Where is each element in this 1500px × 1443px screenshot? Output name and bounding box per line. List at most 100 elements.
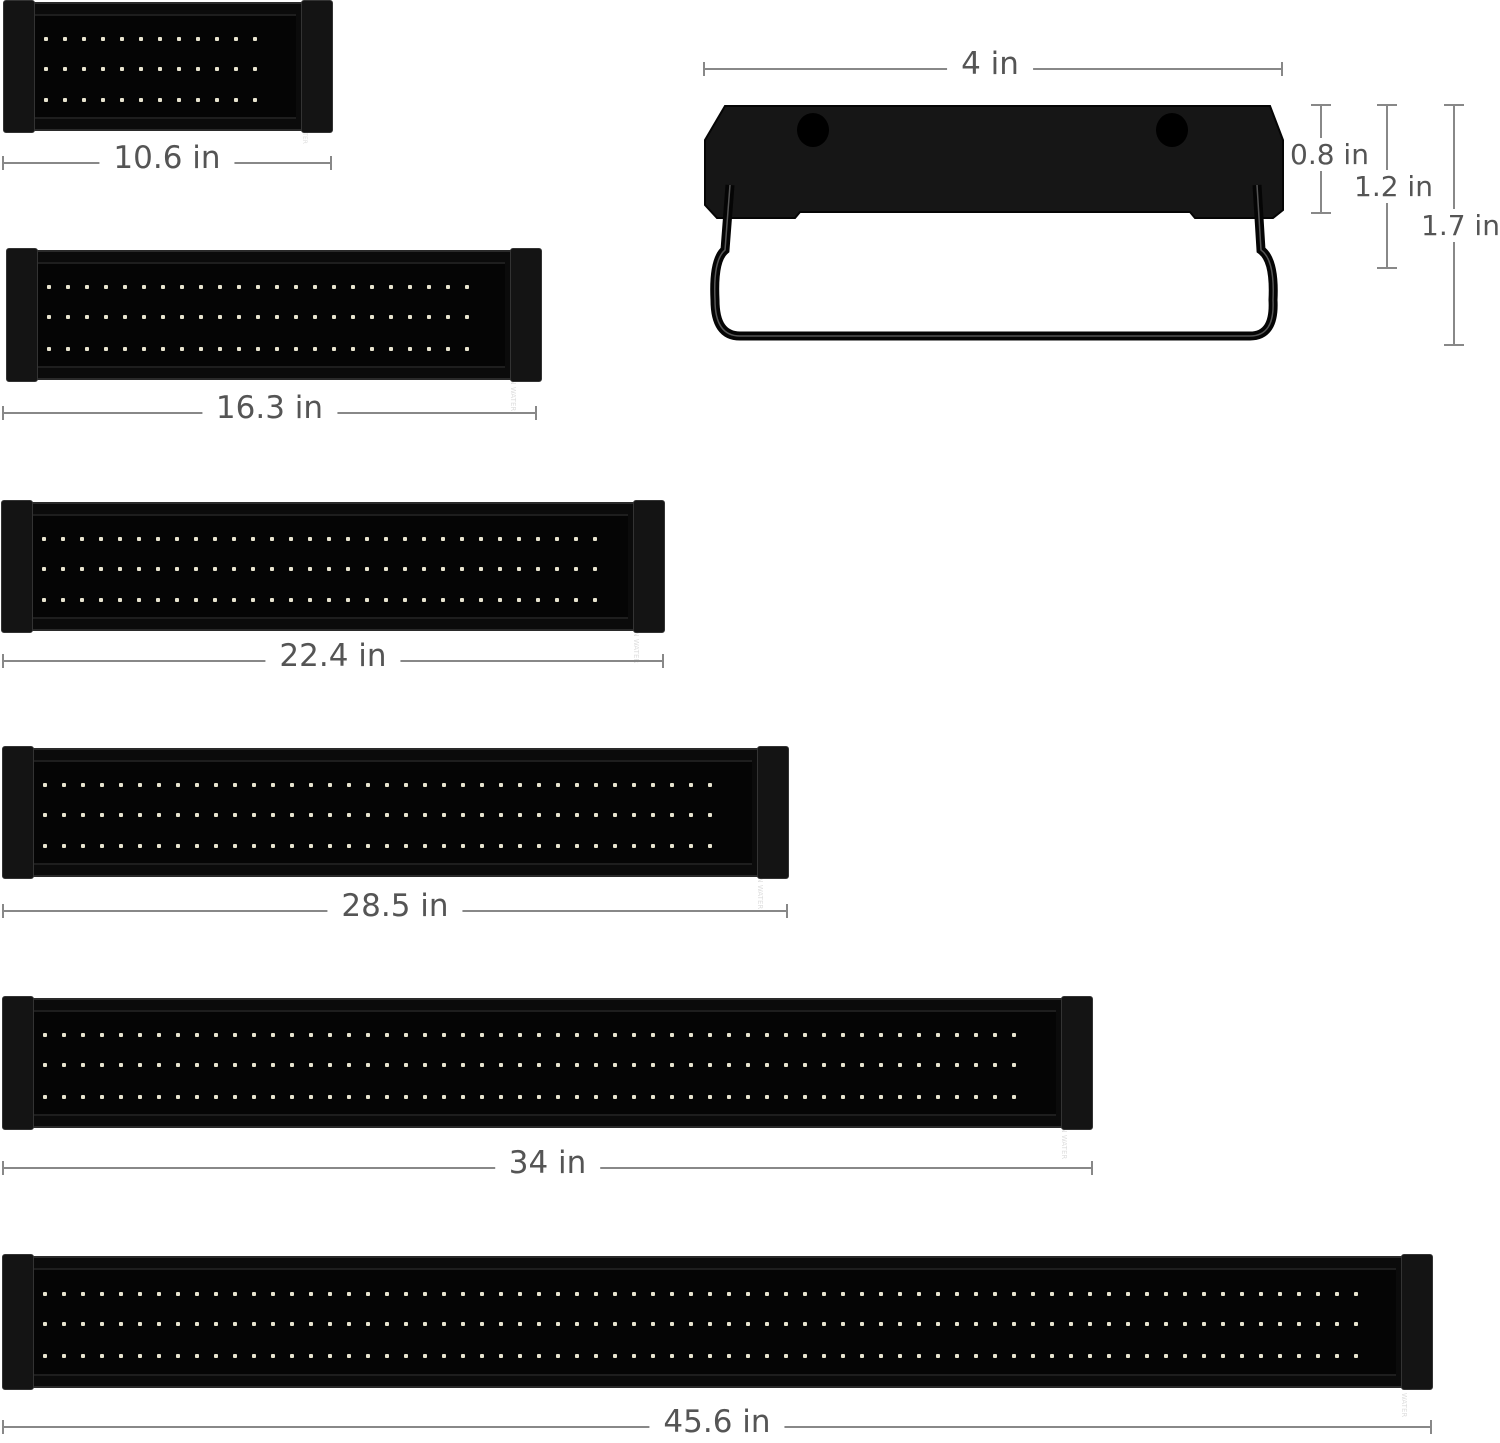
led: [142, 346, 146, 351]
led: [327, 598, 331, 602]
led: [313, 346, 317, 351]
led: [556, 1322, 560, 1326]
led: [61, 537, 65, 542]
led: [613, 1354, 617, 1359]
led: [351, 315, 355, 319]
led: [993, 1322, 997, 1326]
led: [879, 1354, 883, 1359]
height-label-1-2: 1.2 in: [1354, 170, 1433, 203]
length-dimension-line: 16.3 in: [2, 390, 537, 426]
length-dimension-line: 10.6 in: [2, 140, 332, 176]
led: [574, 566, 578, 571]
led: [176, 1291, 180, 1296]
led: [1012, 1354, 1016, 1359]
led: [461, 1033, 465, 1038]
led: [119, 1322, 123, 1326]
led: [651, 1033, 655, 1038]
led: [385, 812, 389, 817]
led: [138, 844, 142, 848]
led: [689, 1033, 693, 1038]
led: [252, 1063, 256, 1067]
led: [176, 1322, 180, 1326]
led: [176, 1063, 180, 1067]
led-panel: CAUTION: DO NOT IMMERSE IN WATER: [35, 262, 517, 411]
led: [62, 1291, 66, 1296]
led: [1012, 1063, 1016, 1067]
led: [499, 1094, 503, 1099]
led: [138, 1322, 142, 1326]
led: [1183, 1322, 1187, 1326]
led: [81, 1033, 85, 1038]
led: [80, 537, 84, 542]
led: [99, 537, 103, 542]
led: [138, 1063, 142, 1067]
led: [82, 66, 86, 71]
led: [480, 812, 484, 817]
led: [328, 812, 332, 817]
led: [215, 98, 219, 102]
led: [385, 1322, 389, 1326]
led: [1202, 1354, 1206, 1359]
led: [632, 1094, 636, 1099]
led: [1126, 1354, 1130, 1359]
led: [308, 598, 312, 602]
led: [575, 1291, 579, 1296]
led: [271, 844, 275, 848]
led: [651, 812, 655, 817]
led: [218, 346, 222, 351]
led: [632, 1291, 636, 1296]
led: [1183, 1291, 1187, 1296]
led: [1278, 1291, 1282, 1296]
led: [157, 783, 161, 788]
led: [294, 285, 298, 290]
led: [194, 566, 198, 571]
led: [613, 844, 617, 848]
led: [176, 1033, 180, 1038]
led: [461, 1063, 465, 1067]
led: [442, 1354, 446, 1359]
led: [708, 1322, 712, 1326]
led: [499, 1354, 503, 1359]
led: [556, 1033, 560, 1038]
led: [822, 1063, 826, 1067]
led: [632, 812, 636, 817]
led: [328, 1063, 332, 1067]
led: [252, 1033, 256, 1038]
led: [993, 1291, 997, 1296]
led: [593, 598, 597, 602]
led: [422, 537, 426, 542]
led: [1050, 1322, 1054, 1326]
led: [214, 783, 218, 788]
led: [389, 285, 393, 290]
led: [1259, 1322, 1263, 1326]
led: [195, 1033, 199, 1038]
led: [180, 315, 184, 319]
led: [161, 346, 165, 351]
led: [213, 537, 217, 542]
led: [465, 285, 469, 290]
led: [233, 1033, 237, 1038]
led: [138, 1094, 142, 1099]
led: [43, 1094, 47, 1099]
led: [651, 1094, 655, 1099]
led: [841, 1354, 845, 1359]
led: [651, 1322, 655, 1326]
led: [1316, 1354, 1320, 1359]
led: [465, 315, 469, 319]
led: [480, 1354, 484, 1359]
led: [860, 1094, 864, 1099]
led: [784, 1063, 788, 1067]
led: [822, 1033, 826, 1038]
led: [157, 812, 161, 817]
led: [176, 812, 180, 817]
led: [1354, 1291, 1358, 1296]
led: [708, 1094, 712, 1099]
led: [898, 1094, 902, 1099]
led: [1278, 1322, 1282, 1326]
led: [385, 1354, 389, 1359]
led: [294, 346, 298, 351]
led: [44, 98, 48, 102]
end-cap-right: [757, 746, 789, 879]
led: [404, 783, 408, 788]
led: [347, 783, 351, 788]
